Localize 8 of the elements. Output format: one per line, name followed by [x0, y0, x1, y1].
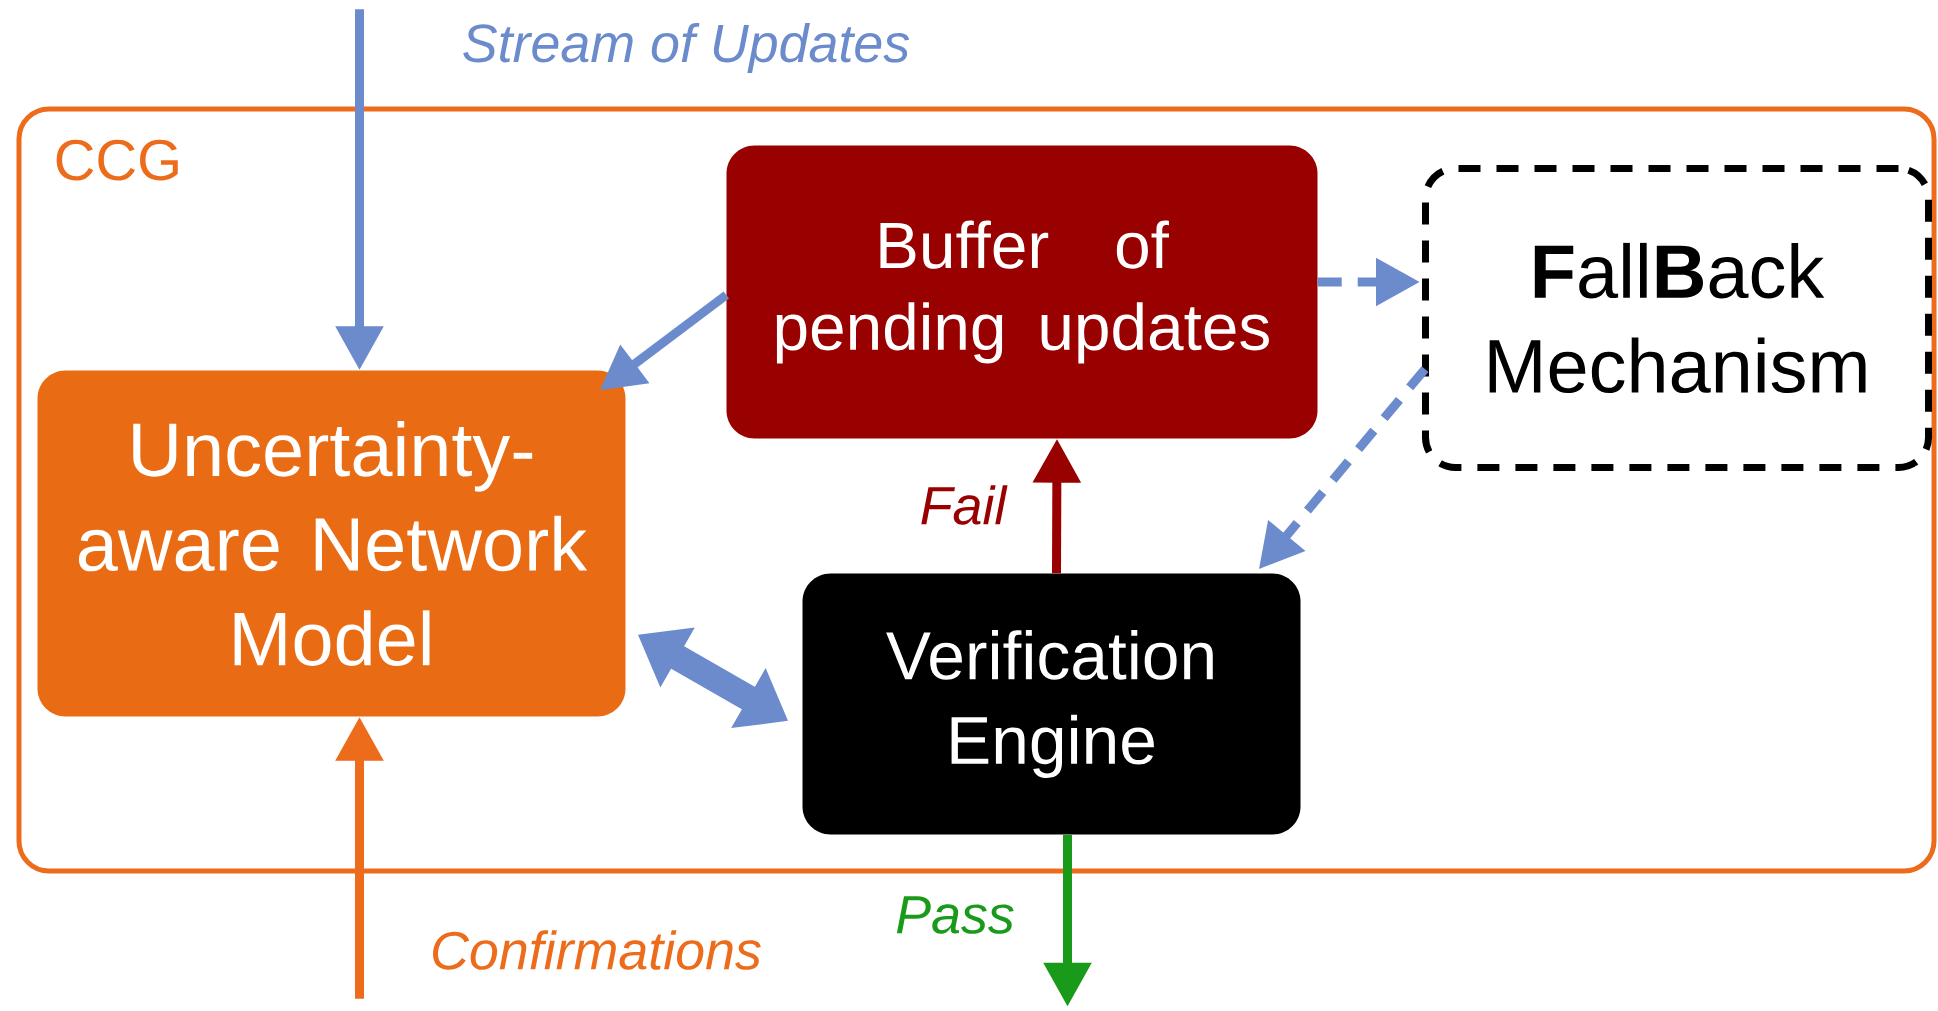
edge-label: Pass: [892, 893, 1018, 937]
edge-label: Fail: [916, 482, 1010, 528]
edge-label: Confirmations: [427, 927, 765, 973]
model-box: Uncertainty-aware Network Model: [37, 370, 626, 717]
engine-box: Verification Engine: [802, 573, 1301, 835]
fallback-box: FallBack Mechanism: [1422, 165, 1932, 471]
edge-label: Stream of Updates: [458, 19, 914, 77]
buffer-box: Buffer of pending updates: [726, 145, 1318, 439]
